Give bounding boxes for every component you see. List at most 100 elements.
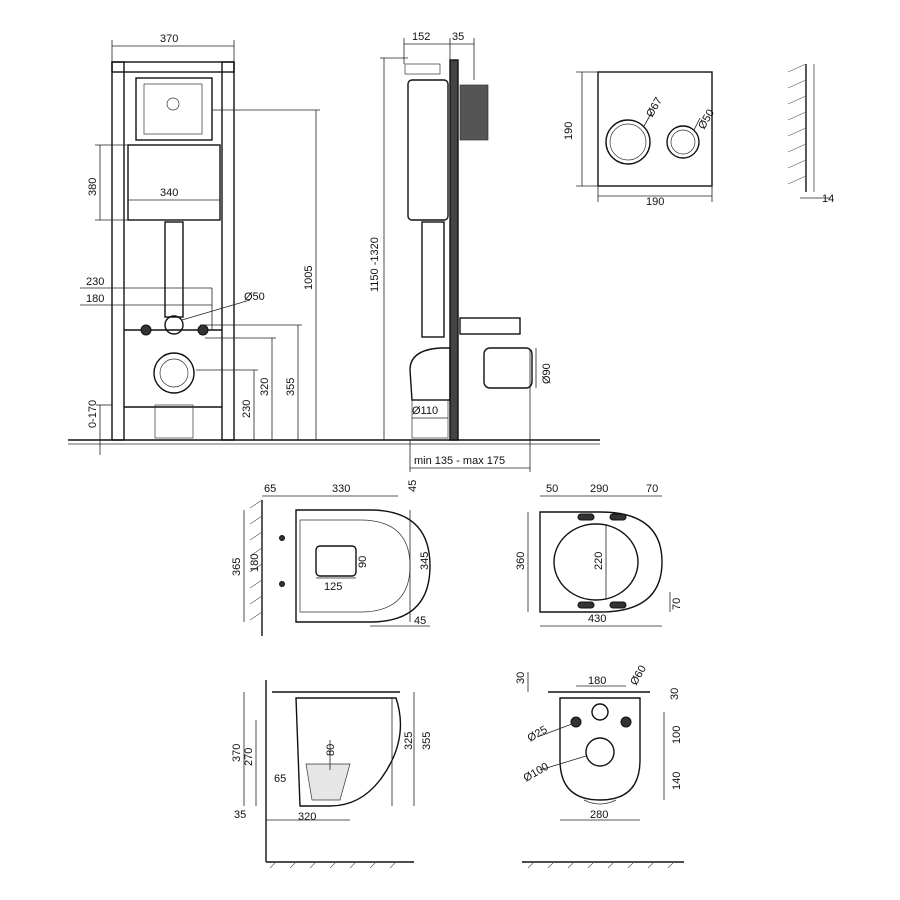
dim-340-label: 340 [160,187,178,199]
dim-1005-label: 1005 [303,266,315,290]
dim-d50-label: Ø50 [244,291,265,303]
bolt-hole-left [570,716,582,728]
inspection-opening [135,77,213,141]
dim-220-label: 220 [593,552,605,570]
bowl-back-view: 30 180 Ø60 30 Ø25 Ø100 100 140 280 [515,663,684,869]
flush-plate-view: Ø67 Ø50 190 190 14 [563,63,834,208]
floor-hatch-side [269,861,397,869]
dim-45-top-label: 45 [407,480,419,492]
dim-230v-label: 230 [241,400,253,418]
dim-180-back-label: 180 [588,675,606,687]
drain-outlet-inner [159,358,189,388]
flush-downpipe [164,221,184,318]
dim-125-label: 125 [324,581,342,593]
flush-outlet [164,315,184,335]
right-bolt [197,324,209,336]
dim-320-label: 320 [259,378,271,396]
dim-152-label: 152 [412,31,430,43]
wall-hatch-plate [787,63,807,185]
small-flush-button [666,125,700,159]
bolt-hole-right [620,716,632,728]
dim-360-label: 360 [515,552,527,570]
dim-45-bottom-label: 45 [414,615,426,627]
frame-top-rail [111,61,235,73]
dim-d50-leader [181,299,251,321]
dim-70-top-label: 70 [646,483,658,495]
dim-30-right-label: 30 [669,688,681,700]
side-downpipe [421,221,445,338]
dim-35-label: 35 [452,31,464,43]
dim-270-label: 270 [243,748,255,766]
dim-280-label: 280 [590,809,608,821]
dim-355-side-label: 355 [421,732,433,750]
bowl-outlet-top [315,545,357,577]
dim-365-label: 365 [231,558,243,576]
flush-inlet-hole [591,703,609,721]
seat-buffer-1 [577,513,595,521]
dim-370-side-label: 370 [231,744,243,762]
seat-buffer-4 [609,601,627,609]
water-trap [305,763,351,801]
outlet-hole [585,737,615,767]
dim-d67-label: Ø67 [644,95,665,119]
frame-side-view: 152 35 1150 -1320 Ø110 Ø90 min 135 - max… [369,31,553,472]
dim-d50-button-label: Ø50 [696,107,717,131]
dim-290-label: 290 [590,483,608,495]
dim-d90-label: Ø90 [541,363,553,384]
flush-mechanism [143,83,203,135]
bolt-top-2 [279,581,285,587]
flush-connector [459,317,521,335]
side-drain-pipe [411,399,449,439]
wall-hatch-top [249,499,263,621]
top-bracket [404,63,441,75]
dim-320-bowl-label: 320 [298,811,316,823]
dim-wall-distance-label: min 135 - max 175 [414,455,505,467]
dim-355-label: 355 [285,378,297,396]
seat-buffer-2 [609,513,627,521]
bowl-body-back [559,697,641,801]
dim-80-label: 80 [325,744,337,756]
bowl-top-view: 65 330 45 365 180 125 90 345 45 [231,480,431,636]
dim-100-label: 100 [671,726,683,744]
dim-90-label: 90 [357,556,369,568]
dim-65-label: 65 [264,483,276,495]
dim-d100-label: Ø100 [522,761,551,785]
wall-panel [449,59,459,441]
dim-330-label: 330 [332,483,350,495]
frame-left-post [111,61,125,441]
frame-right-post [221,61,235,441]
flush-valve [166,97,180,111]
dim-180-label: 180 [86,293,104,305]
side-drain-elbow [409,347,451,401]
drain-outlet [153,352,195,394]
dim-d25-label: Ø25 [526,724,550,745]
dim-70-side-label: 70 [671,598,683,610]
drain-elbow [154,404,194,439]
dim-380-label: 380 [87,178,99,196]
dim-plate-height-label: 190 [563,122,575,140]
flush-plate [597,71,713,187]
bowl-body-side [295,697,402,807]
dim-d110-label: Ø110 [412,405,438,417]
dim-plate-width-label: 190 [646,196,664,208]
drain-connector [483,347,533,389]
dim-180-top-label: 180 [249,554,261,572]
dim-230-label: 230 [86,276,104,288]
dim-d60-label: Ø60 [628,663,649,687]
dim-65-side-label: 65 [274,773,286,785]
seat-top-view: 50 290 70 360 220 70 430 [515,483,683,627]
bowl-outline-top [295,509,431,623]
floor-hatch-back [527,861,675,869]
dim-0-170-label: 0-170 [87,400,99,428]
cistern-body [127,144,221,221]
dim-plate-thickness-label: 14 [822,193,834,205]
seat-buffer-3 [577,601,595,609]
dim-325-label: 325 [403,732,415,750]
dim-370-label: 370 [160,33,178,45]
left-bolt [140,324,152,336]
dim-430-label: 430 [588,613,606,625]
bowl-side-view: 370 270 80 65 325 355 35 320 [231,680,433,869]
bowl-foot-back [583,799,617,805]
dim-35-label: 35 [234,809,246,821]
